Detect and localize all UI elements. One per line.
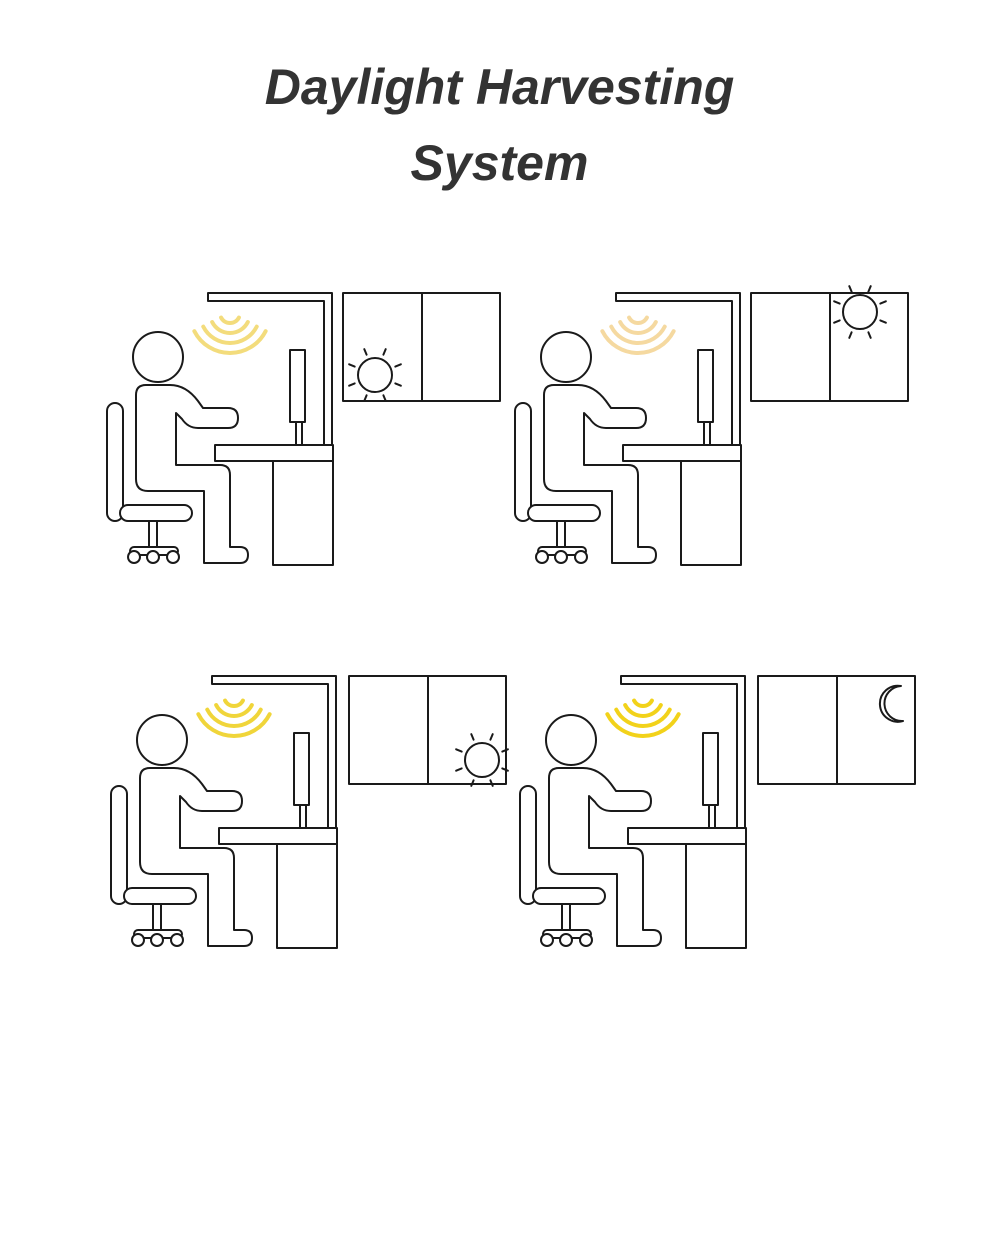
sun-icon (348, 348, 402, 402)
desk (218, 827, 338, 949)
desk (214, 444, 334, 566)
light-emission-icon (196, 698, 272, 738)
scene-illustration (519, 675, 916, 949)
scene-panel-4 (513, 668, 933, 973)
window (757, 675, 916, 785)
light-emission-icon (605, 698, 681, 738)
light-emission-icon (192, 315, 268, 355)
monitor (289, 349, 306, 446)
window (342, 292, 501, 402)
monitor (702, 732, 719, 829)
ceiling-light-fixture (207, 292, 333, 446)
seated-person (132, 331, 249, 564)
scene-panel-1 (100, 285, 520, 590)
sun-icon (455, 733, 509, 787)
monitor (293, 732, 310, 829)
office-chair (519, 785, 606, 947)
scene-panel-3 (104, 668, 524, 973)
office-chair (514, 402, 601, 564)
scene-panel-2 (508, 285, 928, 590)
sun-icon (833, 285, 887, 339)
ceiling-light-fixture (615, 292, 741, 446)
office-chair (110, 785, 197, 947)
desk (627, 827, 747, 949)
title-line-1: Daylight Harvesting (264, 59, 735, 115)
ceiling-light-fixture (211, 675, 337, 829)
monitor (697, 349, 714, 446)
office-chair (106, 402, 193, 564)
scene-illustration (514, 285, 909, 566)
seated-person (136, 714, 253, 947)
title-line-2: System (410, 135, 589, 191)
scene-illustration (110, 675, 509, 949)
ceiling-light-fixture (620, 675, 746, 829)
scene-illustration (106, 292, 501, 566)
desk (622, 444, 742, 566)
light-emission-icon (600, 315, 676, 355)
seated-person (540, 331, 657, 564)
window (750, 292, 909, 402)
seated-person (545, 714, 662, 947)
moon-icon (878, 684, 904, 723)
window (348, 675, 507, 785)
